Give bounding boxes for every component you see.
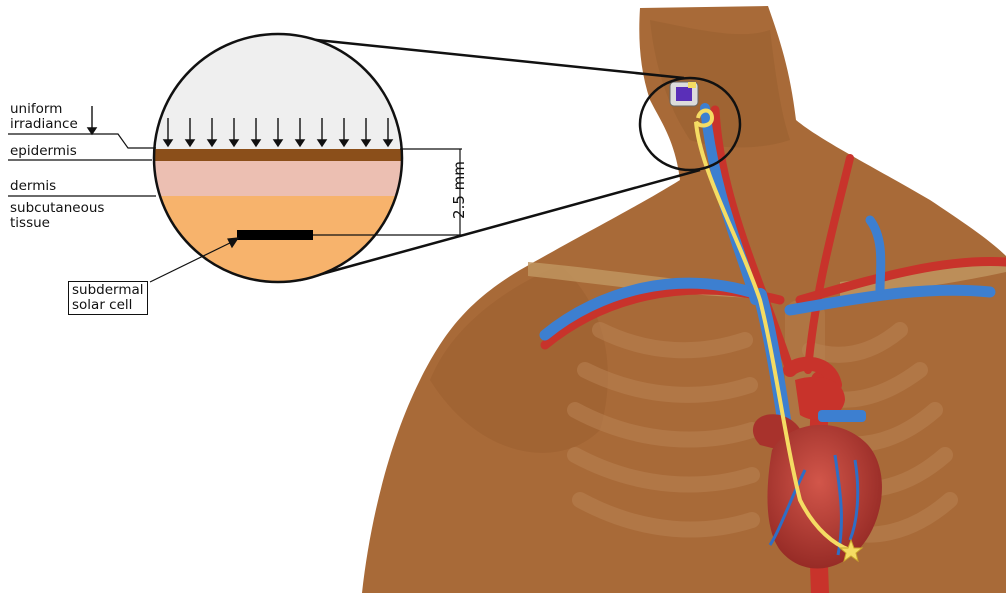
pacemaker-icon xyxy=(670,82,698,106)
label-subcutaneous: subcutaneous tissue xyxy=(10,201,104,231)
solar-cell xyxy=(237,230,313,240)
arrow-down-icon xyxy=(88,106,96,134)
label-dermis: dermis xyxy=(10,179,56,194)
label-depth: 2.5 mm xyxy=(450,155,468,225)
label-solar-cell: subdermal solar cell xyxy=(68,281,148,315)
label-epidermis: epidermis xyxy=(10,144,77,159)
label-uniform-irradiance: uniform irradiance xyxy=(10,102,78,132)
